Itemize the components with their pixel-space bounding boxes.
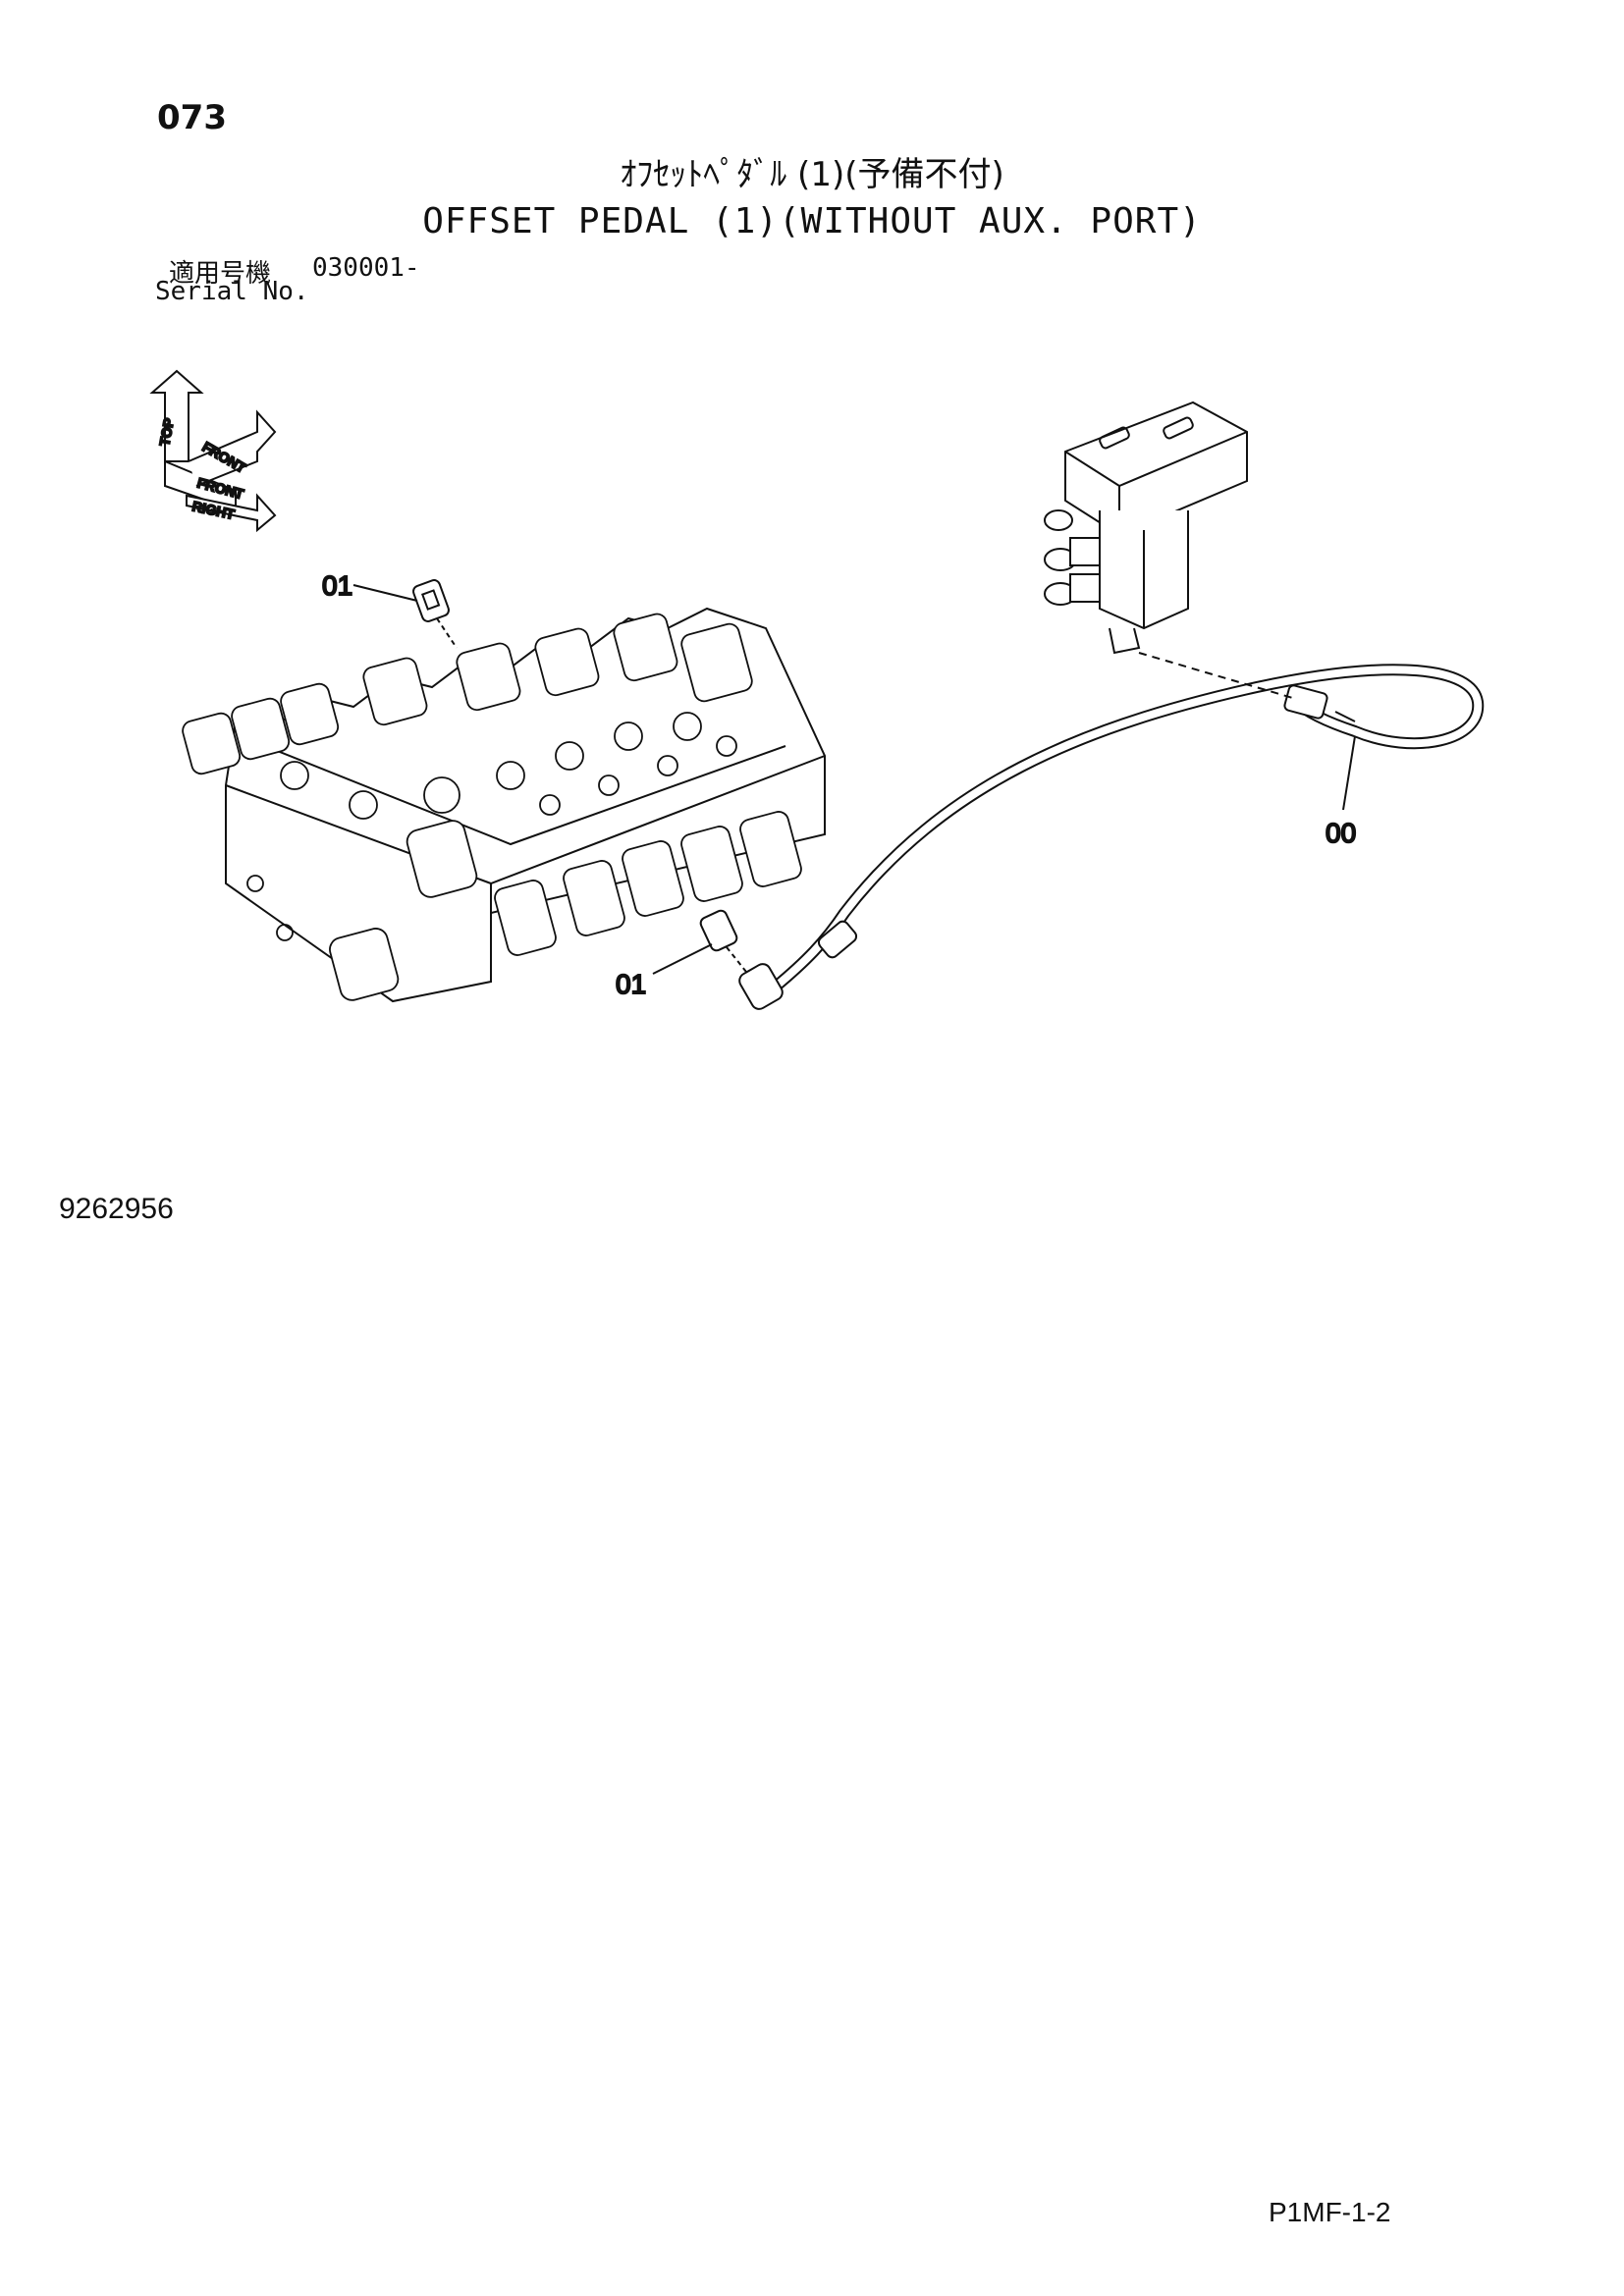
page-number: 073 <box>157 98 227 137</box>
pressure-switch-lower <box>699 909 747 973</box>
leader-line-lower-01 <box>652 943 713 975</box>
title-japanese: ｵﾌｾｯﾄﾍﾟﾀﾞﾙ (1)(予備不付) <box>620 155 1004 194</box>
callout-00: 00 <box>1326 818 1356 848</box>
sheet-code: P1MF-1-2 <box>1269 2197 1391 2227</box>
title-english: OFFSET PEDAL (1)(WITHOUT AUX. PORT) <box>422 201 1202 241</box>
pressure-switch-upper <box>412 579 458 649</box>
orientation-label-top: TOP <box>156 417 177 448</box>
leader-line-upper-01 <box>352 584 418 602</box>
serial-label-english: Serial No. <box>155 277 309 306</box>
orientation-indicator: TOP FRONT FRONT RIGHT <box>149 369 277 533</box>
control-valve-assembly <box>182 607 826 1003</box>
leader-line-00 <box>1342 735 1356 811</box>
hose-assembly <box>738 664 1485 1010</box>
callout-01-lower: 01 <box>616 969 646 999</box>
pedal-valve <box>1044 400 1297 700</box>
serial-label-japanese: 適用号機 <box>169 259 272 289</box>
callout-01-upper: 01 <box>322 570 352 601</box>
drawing-number: 9262956 <box>59 1193 174 1225</box>
serial-number-value: 030001- <box>312 253 420 283</box>
